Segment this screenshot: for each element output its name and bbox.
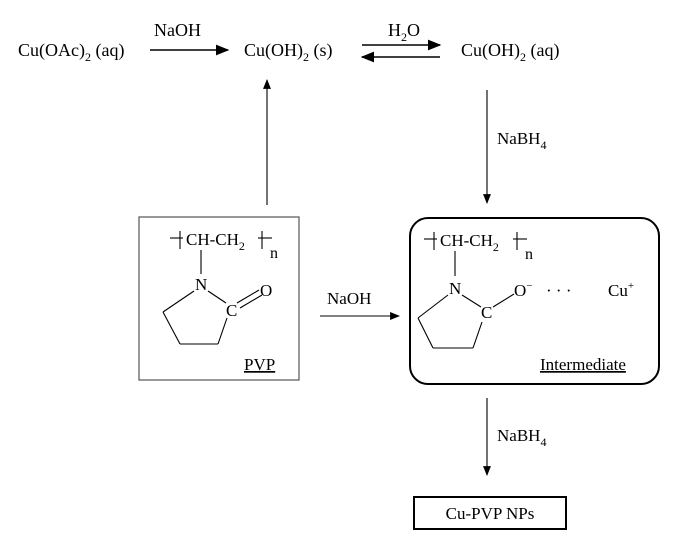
product-label: Cu-PVP NPs [446, 504, 535, 523]
cu-oh2-aqueous: Cu(OH)2 (aq) [461, 40, 559, 64]
reagent-naoh-middle: NaOH [327, 289, 371, 308]
intermediate-ring-bond [417, 294, 449, 319]
intermediate-chain: CH-CH2 [440, 231, 499, 254]
pvp-repeat-n: n [270, 245, 278, 262]
pvp-atom-n: N [195, 275, 207, 294]
c-o-single-bond [492, 293, 515, 308]
intermediate-atom-n: N [449, 279, 461, 298]
intermediate-ring-bond [472, 321, 483, 349]
intermediate-atom-c: C [481, 303, 492, 322]
intermediate-atom-o: O− [514, 280, 533, 300]
pvp-box: CH-CH2 n N C O PVP [138, 216, 300, 381]
pvp-atom-o: O [260, 281, 272, 300]
cu-ion: Cu+ [608, 280, 634, 300]
pvp-box-border [138, 216, 300, 381]
intermediate-ring-bond [417, 317, 434, 349]
pvp-ring-bond [162, 311, 181, 345]
pvp-label: PVP [244, 355, 275, 374]
intermediate-box-border [409, 217, 660, 385]
reactant-cu-oac2: Cu(OAc)2 (aq) [18, 40, 124, 64]
product-box [413, 496, 567, 530]
intermediate-box: CH-CH2 n N C O− · · · Cu+ Intermediate [409, 217, 660, 385]
pvp-atom-c: C [226, 301, 237, 320]
pvp-ring-bond [217, 317, 228, 345]
reagent-water: H2O [388, 20, 420, 44]
coordination-dots: · · · [546, 281, 571, 300]
pvp-ring-bond [207, 290, 227, 304]
intermediate-ring-bond [461, 294, 482, 308]
pvp-ring-bond [162, 290, 195, 313]
intermediate-repeat-n: n [525, 246, 533, 263]
reagent-naoh-top: NaOH [154, 20, 201, 40]
pvp-chain: CH-CH2 [186, 230, 245, 253]
intermediate-label: Intermediate [540, 355, 626, 374]
reducer-nabh4-1: NaBH4 [497, 129, 546, 152]
cu-oh2-solid: Cu(OH)2 (s) [244, 40, 333, 64]
reducer-nabh4-2: NaBH4 [497, 426, 546, 449]
